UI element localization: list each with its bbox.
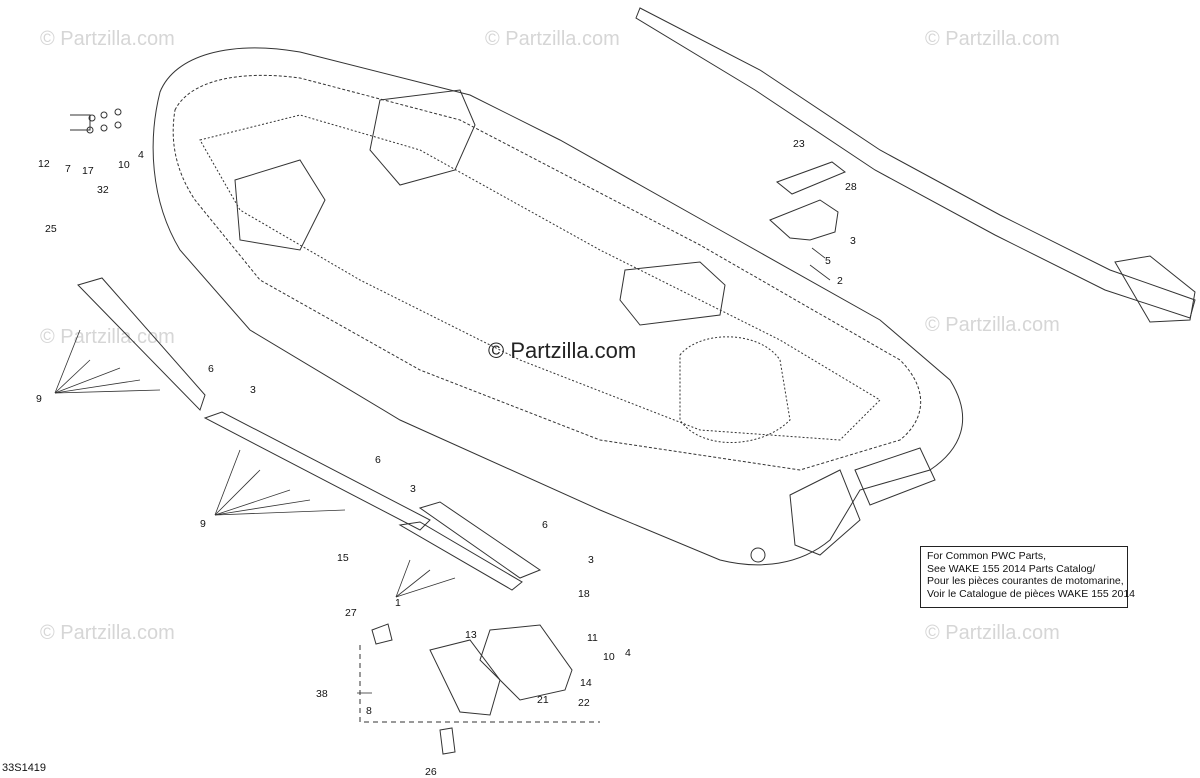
callout-line: For Common PWC Parts, [927, 550, 1047, 562]
label-21: 21 [537, 694, 549, 706]
center-watermark: © Partzilla.com [488, 338, 637, 363]
label-3: 3 [410, 483, 416, 495]
assembly-frame [359, 645, 600, 723]
label-12: 12 [38, 158, 50, 170]
label-38: 38 [316, 688, 328, 700]
label-22: 22 [578, 697, 590, 709]
part-26 [439, 727, 456, 755]
engine-housing [679, 336, 791, 443]
hull-deck-line [172, 74, 922, 471]
drain-plug [750, 547, 766, 563]
label-6: 6 [375, 454, 381, 466]
label-15: 15 [337, 552, 349, 564]
label-3: 3 [588, 554, 594, 566]
top-rail [635, 7, 1196, 319]
label-9: 9 [36, 393, 42, 405]
rail-end-bracket [1114, 255, 1196, 323]
label-2: 2 [837, 275, 843, 287]
seat-shape [369, 89, 476, 186]
label-5: 5 [825, 255, 831, 267]
hull-inner-deck [199, 114, 881, 441]
part-27 [371, 623, 393, 645]
callout-line: Pour les pièces courantes de motomarine, [927, 575, 1124, 587]
stern-bumper [854, 447, 936, 506]
label-18: 18 [578, 588, 590, 600]
hull-outline [152, 47, 964, 566]
stern-bracket [789, 469, 861, 556]
callout-line: See WAKE 155 2014 Parts Catalog/ [927, 562, 1096, 575]
label-32: 32 [97, 184, 109, 196]
label-4: 4 [138, 149, 144, 161]
label-3: 3 [250, 384, 256, 396]
label-25: 25 [45, 223, 57, 235]
label-3: 3 [850, 235, 856, 247]
label-1: 1 [395, 597, 401, 609]
part-21-housing [429, 639, 501, 716]
label-4: 4 [625, 647, 631, 659]
label-10: 10 [118, 159, 130, 171]
part-22-cover [479, 624, 573, 701]
label-10: 10 [603, 651, 615, 663]
callout-line: Voir le Catalogue de pièces WAKE 155 201… [927, 587, 1135, 600]
label-6: 6 [208, 363, 214, 375]
plate-23 [775, 161, 846, 195]
label-9: 9 [200, 518, 206, 530]
label-13: 13 [465, 629, 477, 641]
bracket-28 [769, 199, 839, 241]
rail-18 [418, 501, 542, 579]
label-11: 11 [587, 632, 598, 644]
u-bolt-12 [70, 114, 91, 131]
rail-15 [203, 411, 431, 531]
label-28: 28 [845, 181, 857, 193]
label-27: 27 [345, 607, 357, 619]
storage-box [619, 261, 726, 326]
label-8: 8 [366, 705, 372, 717]
figure-reference: 33S1419 [2, 762, 47, 774]
label-7: 7 [65, 163, 71, 175]
rail-18-lower [398, 521, 523, 591]
label-23: 23 [793, 138, 805, 150]
label-14: 14 [580, 677, 592, 689]
seat-front [234, 159, 326, 251]
rail-25 [77, 277, 206, 411]
label-26: 26 [425, 766, 437, 778]
common-parts-callout: For Common PWC Parts, See WAKE 155 2014 … [920, 546, 1135, 608]
label-6: 6 [542, 519, 548, 531]
label-17: 17 [82, 165, 94, 177]
